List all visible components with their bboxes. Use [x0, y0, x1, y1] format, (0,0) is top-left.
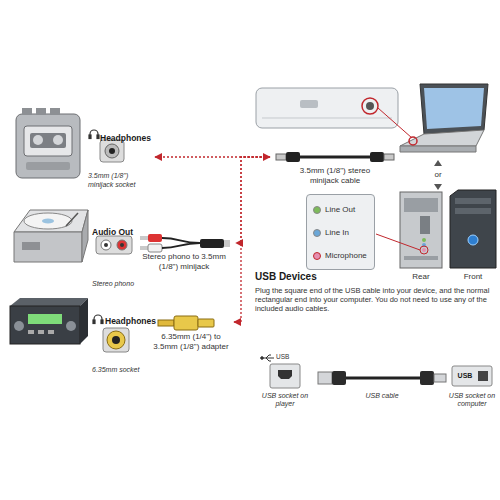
text-row: Stereo phono [92, 274, 152, 292]
text-row: Stereo phono to 3.5mm (1/8") minijack [134, 252, 234, 271]
or-note: or [428, 170, 448, 180]
cable-caption: Stereo phono to 3.5mm (1/8") minijack [136, 252, 232, 271]
phono-cable [140, 234, 230, 252]
text-row: 6.35mm (1/4") to 3.5mm (1/8") adapter [150, 332, 232, 351]
pc-front [450, 190, 496, 268]
dashed-connector [236, 157, 270, 243]
text-row: Headphones [88, 128, 152, 146]
view-name: Front [452, 272, 494, 282]
text-row: Headphones [92, 311, 152, 329]
part-callout: Stereo phono to 3.5mm (1/8") minijack [134, 232, 234, 271]
minijack-cable [276, 152, 394, 162]
port-panel: Line OutLine In Microphone [306, 194, 375, 270]
usb-b-socket [270, 364, 300, 388]
port-name: Microphone [325, 251, 367, 261]
text-row: Line In [313, 223, 367, 241]
usb-mark: USB [454, 372, 476, 380]
part-callout: Headphones 3.5mm (1/8") minijack socket [88, 128, 152, 189]
amplifier [10, 298, 88, 344]
jack-adapter [158, 316, 214, 330]
turntable [14, 210, 88, 262]
port-icon [313, 229, 321, 237]
usb-mark: USB [276, 353, 306, 361]
text-row: 6.35mm socket [92, 360, 152, 378]
laptop-side-zoom [256, 88, 412, 138]
text-row: Line Out [313, 200, 367, 218]
socket-caption: 6.35mm socket [92, 366, 139, 374]
socket-heading: Headphones [100, 133, 151, 143]
port-icon [313, 206, 321, 214]
port-name: Line In [325, 228, 349, 238]
view-name: Rear [404, 272, 438, 282]
port-icon [313, 252, 321, 260]
socket-heading: Audio Out [92, 227, 133, 237]
minijack-socket [100, 140, 124, 162]
part-caption: USB socket on computer [444, 392, 500, 409]
part-callout: 3.5mm (1/8") stereo minijack cable [272, 148, 398, 185]
socket-heading: Headphones [105, 316, 156, 326]
port-name: Line Out [325, 205, 355, 215]
cable-caption: 3.5mm (1/8") stereo minijack cable [290, 166, 380, 185]
part-callout: Headphones 6.35mm socket [92, 311, 152, 378]
dashed-connector [155, 156, 270, 157]
cassette-player [16, 108, 80, 178]
laptop [400, 84, 488, 152]
section-heading: USB Devices [255, 271, 455, 283]
usb-symbol [261, 355, 274, 361]
pc-rear [400, 192, 442, 268]
large-jack-socket [103, 328, 129, 352]
socket-caption: 3.5mm (1/8") minijack socket [88, 172, 152, 189]
usb-cable [318, 371, 446, 385]
text-row: Audio Out [92, 222, 152, 240]
text-row: Microphone [313, 246, 367, 264]
usb-a-socket [452, 366, 492, 386]
instruction-text: Plug the square end of the USB cable int… [255, 286, 493, 313]
text-row: 3.5mm (1/8") minijack socket [88, 171, 152, 189]
part-caption: USB cable [352, 392, 412, 400]
phono-socket [96, 236, 132, 254]
text-row: 3.5mm (1/8") stereo minijack cable [272, 166, 398, 185]
part-callout: 6.35mm (1/4") to 3.5mm (1/8") adapter [150, 312, 232, 351]
part-caption: USB socket on player [256, 392, 314, 409]
mic-leader [376, 234, 420, 250]
cable-caption: 6.35mm (1/4") to 3.5mm (1/8") adapter [151, 332, 231, 351]
socket-caption: Stereo phono [92, 280, 134, 288]
